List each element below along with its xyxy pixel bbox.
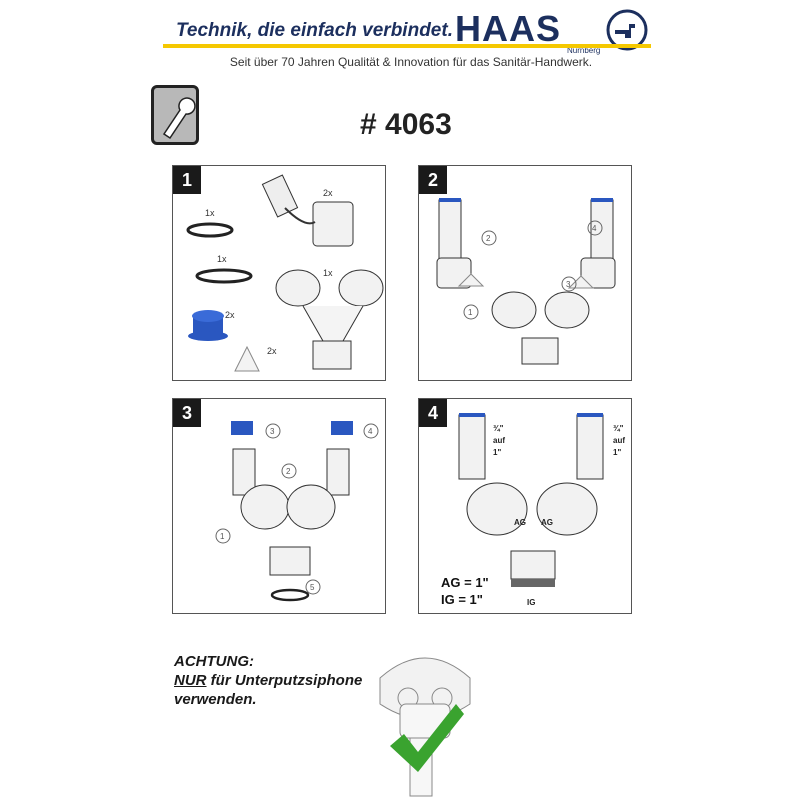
- dimension-label: AG: [541, 518, 553, 527]
- step-marker: 3: [270, 427, 275, 436]
- haas-logo: HAAS Nürnberg: [455, 8, 655, 56]
- count-label: 1x: [205, 208, 215, 218]
- y-piece: [275, 269, 384, 370]
- strainer: [234, 345, 260, 372]
- step-number: 1: [173, 166, 201, 194]
- step-panel-4: 4 ¾" auf 1" ¾" auf 1" AG AG IG AG = 1" I…: [418, 398, 632, 614]
- step-number: 2: [419, 166, 447, 194]
- step-panel-2: 2 2 1 3 4: [418, 165, 632, 381]
- elbow-adapter: [261, 174, 354, 247]
- step-panel-1: 1 1x 1x 2x 1x 2x 2x: [172, 165, 386, 381]
- formula-ag: AG = 1": [441, 575, 489, 590]
- dimension-label: ¾": [493, 424, 504, 433]
- faucet-logo-icon: [606, 9, 648, 51]
- step-marker: 2: [486, 234, 491, 243]
- dimension-label: AG: [514, 518, 526, 527]
- step-number: 3: [173, 399, 201, 427]
- logo-city: Nürnberg: [567, 46, 601, 55]
- count-label: 2x: [267, 346, 277, 356]
- parts-illustration: 1x 1x 2x 1x 2x 2x: [186, 174, 384, 372]
- dimension-label: IG: [527, 598, 535, 607]
- count-label: 2x: [225, 310, 235, 320]
- warning-title: ACHTUNG:: [174, 653, 254, 670]
- step-marker: 1: [220, 532, 225, 541]
- formula-ig: IG = 1": [441, 592, 483, 607]
- warning-nur: NUR: [174, 672, 207, 689]
- step-marker: 1: [468, 308, 473, 317]
- wrench-icon: [151, 85, 199, 145]
- step-marker: 2: [286, 467, 291, 476]
- article-number: # 4063: [360, 108, 452, 141]
- o-ring-large: [195, 268, 253, 284]
- step-marker: 4: [592, 224, 597, 233]
- checkmark-icon: [390, 704, 464, 772]
- warning-line3: verwenden.: [174, 691, 257, 708]
- subline: Seit über 70 Jahren Qualität & Innovatio…: [229, 55, 593, 69]
- logo-text: HAAS: [455, 8, 562, 49]
- assembly-illustration: 2 1 3 4: [436, 198, 616, 365]
- warning-line2: für Unterputzsiphone: [206, 672, 363, 689]
- count-label: 2x: [323, 188, 333, 198]
- assembly-illustration: 3 4 2 1 5: [215, 421, 379, 602]
- step-number: 4: [419, 399, 447, 427]
- step-marker: 4: [368, 427, 373, 436]
- warning-note: ACHTUNG: NUR für Unterputzsiphone verwen…: [174, 652, 362, 709]
- dimension-label: auf: [613, 436, 625, 445]
- step-marker: 5: [310, 583, 315, 592]
- step-panel-3: 3 3 4 2 1 5: [172, 398, 386, 614]
- dimension-illustration: ¾" auf 1" ¾" auf 1" AG AG IG: [458, 413, 625, 607]
- count-label: 1x: [217, 254, 227, 264]
- dimension-label: ¾": [613, 424, 624, 433]
- count-label: 1x: [323, 268, 333, 278]
- dimension-label: 1": [613, 448, 621, 457]
- step-marker: 3: [566, 280, 571, 289]
- tagline: Technik, die einfach verbindet.: [176, 20, 453, 41]
- blue-plug: [188, 310, 228, 341]
- dimension-label: auf: [493, 436, 505, 445]
- header-accent-bar: [163, 44, 651, 48]
- dimension-label: 1": [493, 448, 501, 457]
- o-ring-small: [186, 222, 234, 238]
